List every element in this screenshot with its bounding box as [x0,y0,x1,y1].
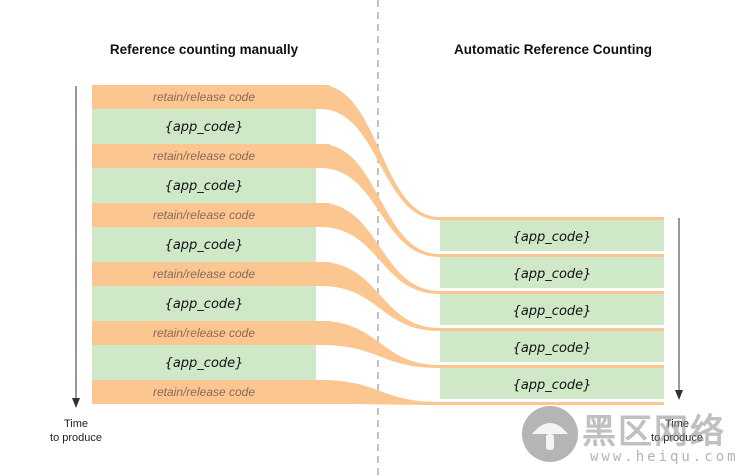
retain-release-flow [320,203,440,294]
left-app-code-label: {app_code} [165,120,244,135]
retain-release-flow [320,85,440,220]
retain-release-label: retain/release code [153,326,255,340]
left-app-code-block [92,286,316,321]
right-heading: Automatic Reference Counting [453,42,653,57]
right-time-label-line2: to produce [651,432,703,444]
left-time-label: Time to produce [50,417,102,445]
right-app-code-label: {app_code} [513,341,592,356]
right-app-code-label: {app_code} [513,304,592,319]
left-app-code-block [92,345,316,380]
retain-release-block [92,380,330,404]
left-time-label-line2: to produce [50,432,102,444]
left-time-arrow-head [72,398,80,408]
left-app-code-label: {app_code} [165,179,244,194]
retain-release-flow [320,262,440,331]
right-app-code-block [440,368,664,399]
right-time-label-line1: Time [664,418,690,430]
right-app-code-block [440,294,664,325]
mushroom-logo-icon [522,406,578,462]
right-retain-strip [440,402,664,405]
right-app-code-label: {app_code} [513,378,592,393]
right-retain-strip [440,291,664,294]
right-retain-strip [440,217,664,220]
retain-release-flow [320,321,440,368]
retain-release-block [92,262,330,286]
retain-release-block [92,144,330,168]
retain-release-block [92,85,330,109]
right-app-code-block [440,220,664,251]
right-time-label: Time to produce [651,417,703,445]
left-time-label-line1: Time [63,418,89,430]
right-retain-strip [440,365,664,368]
retain-release-label: retain/release code [153,149,255,163]
left-app-code-label: {app_code} [165,238,244,253]
left-app-code-label: {app_code} [165,297,244,312]
right-app-code-label: {app_code} [513,230,592,245]
right-time-arrow-head [675,390,683,400]
retain-release-flow [320,144,440,257]
watermark: 黑区网络 www.heiqu.com [520,402,745,472]
retain-release-label: retain/release code [153,267,255,281]
retain-release-label: retain/release code [153,90,255,104]
left-app-code-block [92,227,316,262]
left-app-code-label: {app_code} [165,356,244,371]
retain-release-label: retain/release code [153,385,255,399]
watermark-text: 黑区网络 [582,412,726,452]
retain-release-block [92,203,330,227]
right-app-code-block [440,331,664,362]
right-app-code-label: {app_code} [513,267,592,282]
left-app-code-block [92,168,316,203]
retain-release-label: retain/release code [153,208,255,222]
left-app-code-block [92,109,316,144]
retain-release-block [92,321,330,345]
retain-release-flow [320,380,440,405]
watermark-url: www.heiqu.com [590,449,739,465]
right-retain-strip [440,254,664,257]
right-retain-strip [440,328,664,331]
left-heading: Reference counting manually [109,42,299,57]
right-app-code-block [440,257,664,288]
